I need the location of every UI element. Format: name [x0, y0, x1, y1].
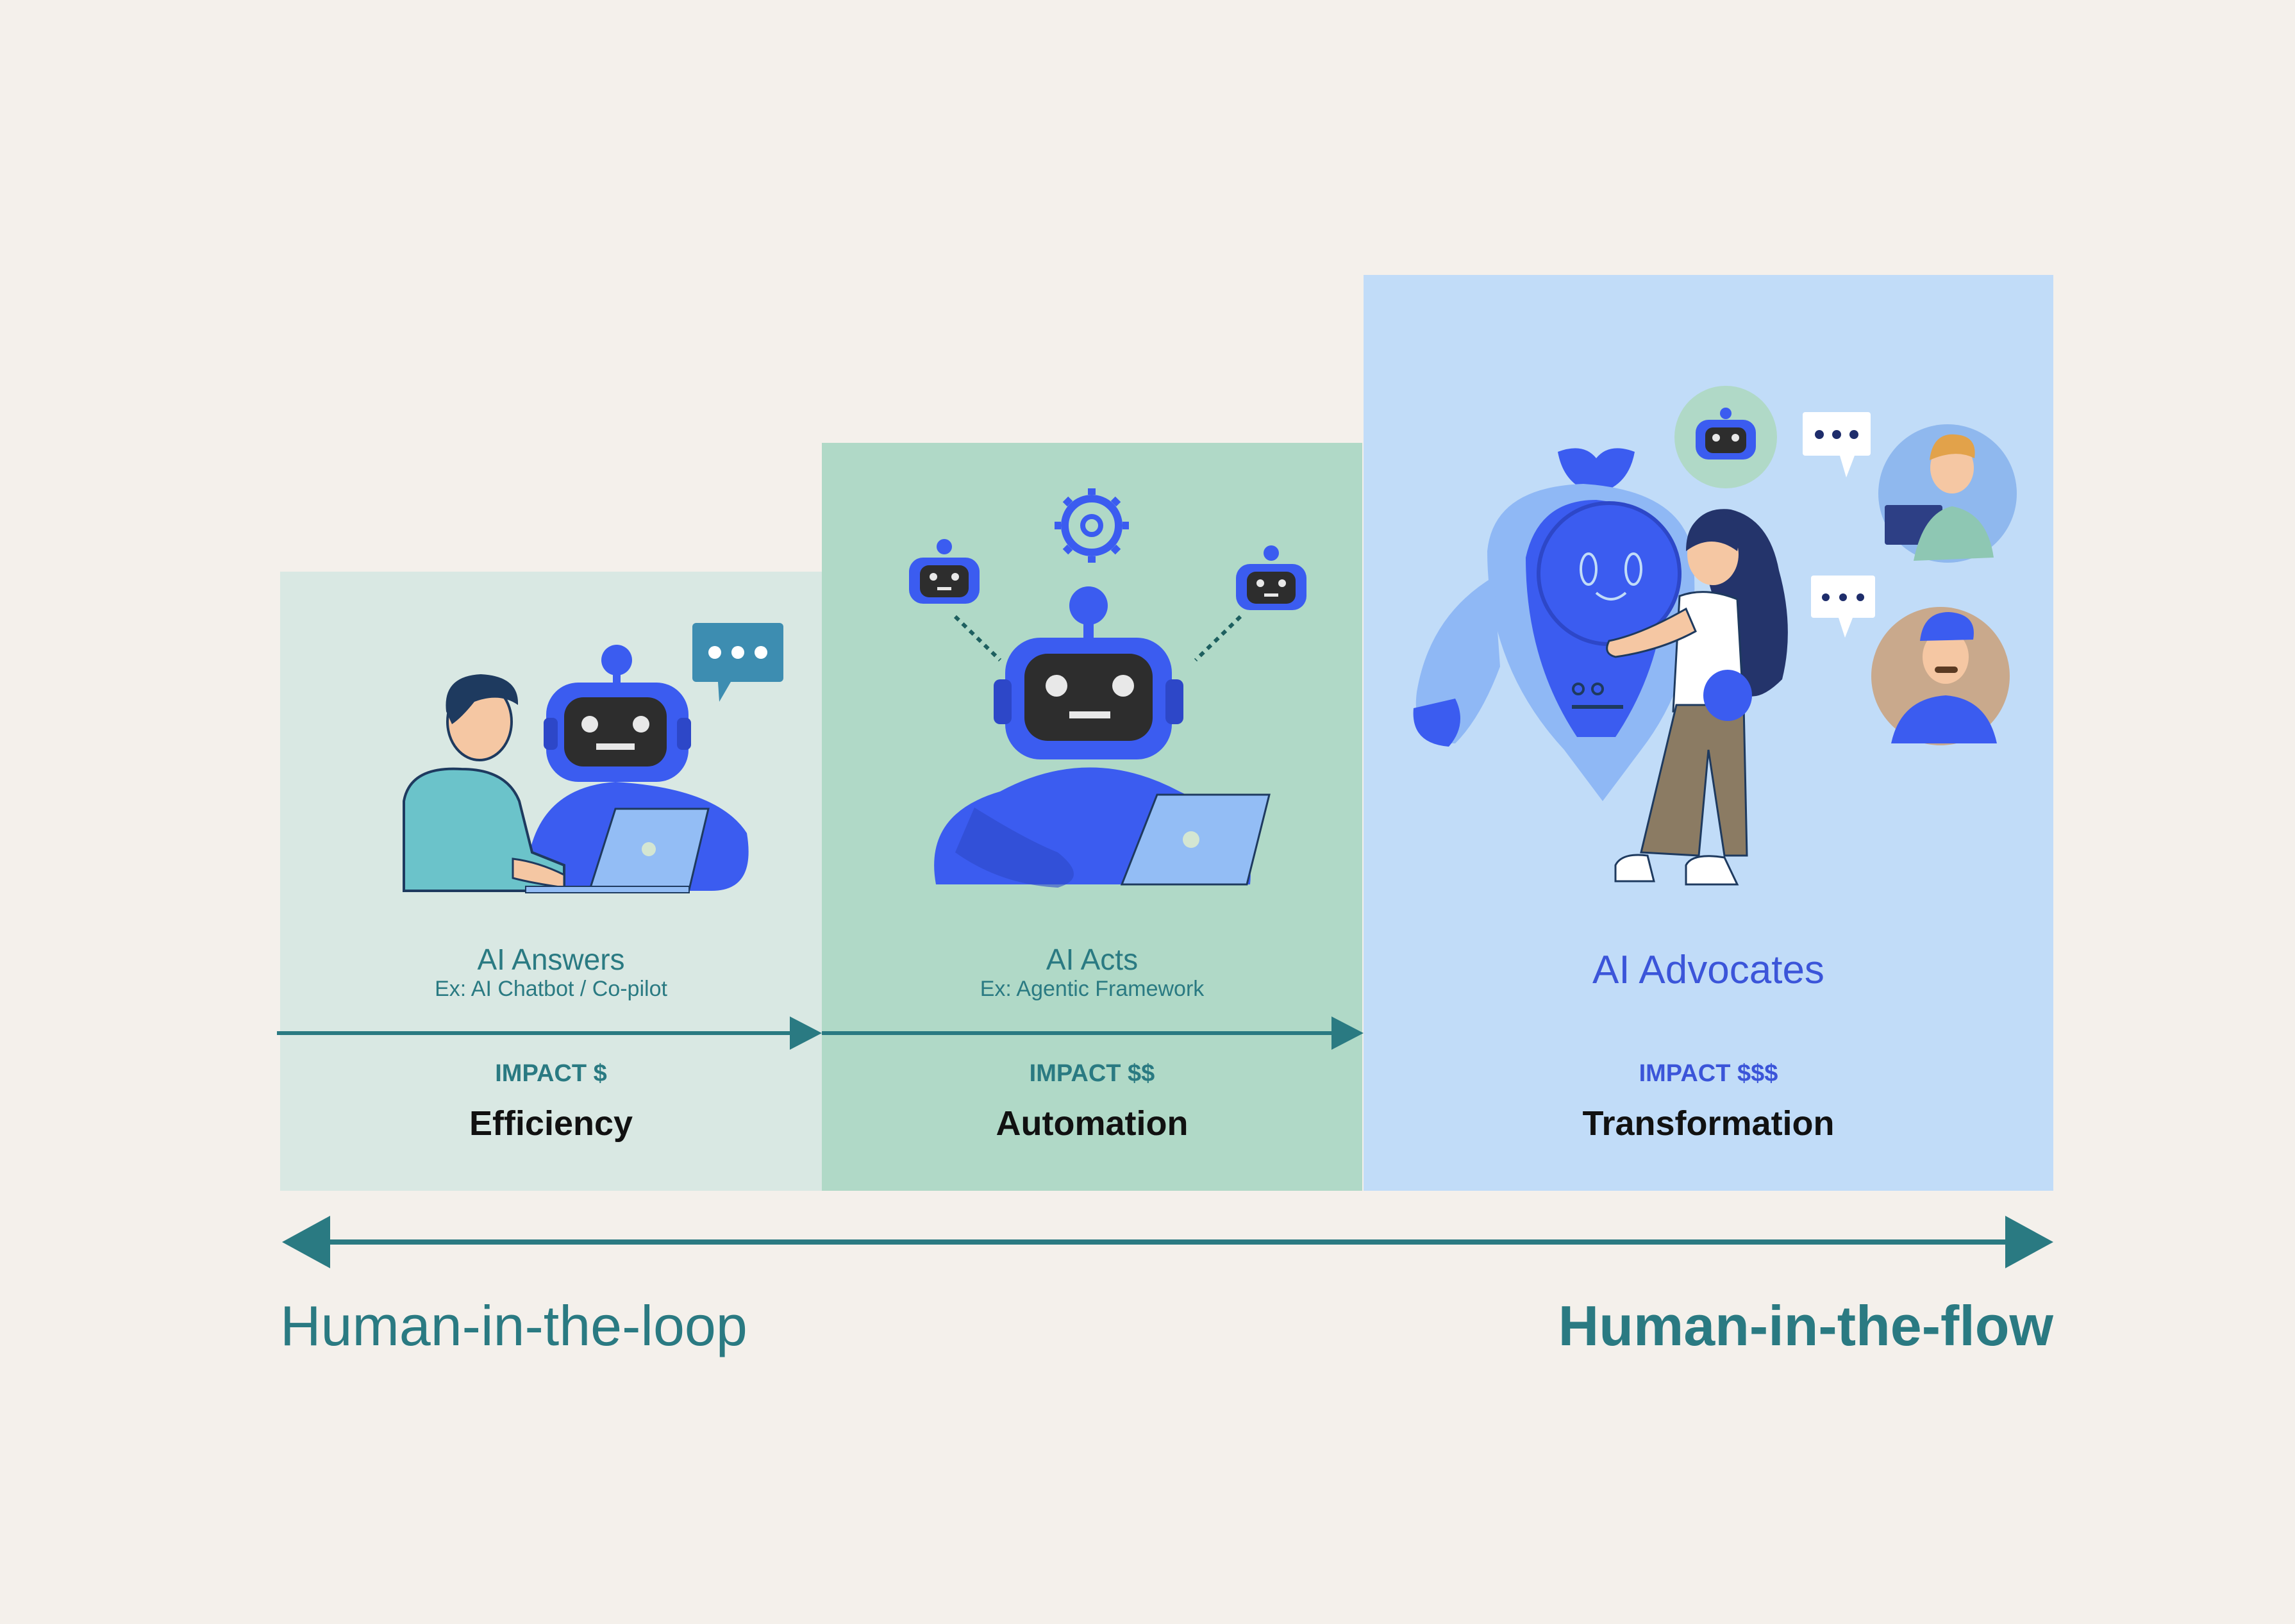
stage-title-ai-advocates: AI Advocates: [1592, 948, 1824, 992]
result-label-efficiency: Efficiency: [469, 1104, 633, 1143]
impact-label-stage-2: IMPACT $$: [1029, 1060, 1155, 1087]
stage-title-ai-answers: AI Answers: [477, 943, 625, 976]
impact-label-stage-3: IMPACT $$$: [1639, 1060, 1778, 1087]
impact-label-stage-1: IMPACT $: [495, 1060, 607, 1087]
stage-example-ai-acts: Ex: Agentic Framework: [980, 977, 1205, 1001]
axis-label-human-in-the-flow: Human-in-the-flow: [1558, 1294, 2053, 1357]
stage-panel-ai-answers: [280, 572, 822, 1191]
stage-title-ai-acts: AI Acts: [1046, 943, 1139, 976]
result-label-automation: Automation: [996, 1104, 1189, 1143]
axis-label-human-in-the-loop: Human-in-the-loop: [280, 1294, 747, 1357]
result-label-transformation: Transformation: [1582, 1104, 1835, 1143]
arrow-right-icon: [2005, 1216, 2053, 1268]
stage-panel-ai-advocates: [1364, 275, 2053, 1191]
arrow-left-icon: [282, 1216, 330, 1268]
stage-example-ai-answers: Ex: AI Chatbot / Co-pilot: [435, 977, 667, 1001]
